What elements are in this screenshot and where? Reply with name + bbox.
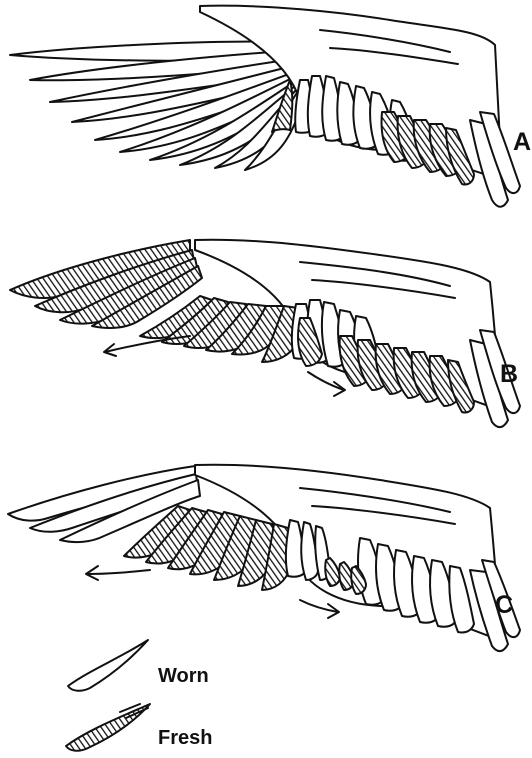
wing-c: C — [8, 465, 520, 651]
molt-arrow-right-b — [308, 372, 345, 396]
panel-label-a: A — [513, 128, 531, 156]
legend-fresh-symbol — [66, 704, 150, 751]
legend: Worn Fresh — [66, 640, 212, 751]
fresh-mid-c — [124, 506, 292, 590]
molt-arrow-left-c — [86, 566, 150, 580]
legend-fresh-label: Fresh — [158, 727, 212, 749]
primaries-a — [10, 42, 300, 170]
panel-label-b: B — [500, 360, 518, 388]
legend-worn-symbol — [68, 640, 148, 691]
wing-a: A — [10, 6, 531, 207]
panel-label-c: C — [495, 591, 513, 619]
molt-arrow-right-c — [300, 600, 339, 618]
wing-b: B — [10, 240, 520, 427]
legend-worn-label: Worn — [158, 665, 209, 687]
